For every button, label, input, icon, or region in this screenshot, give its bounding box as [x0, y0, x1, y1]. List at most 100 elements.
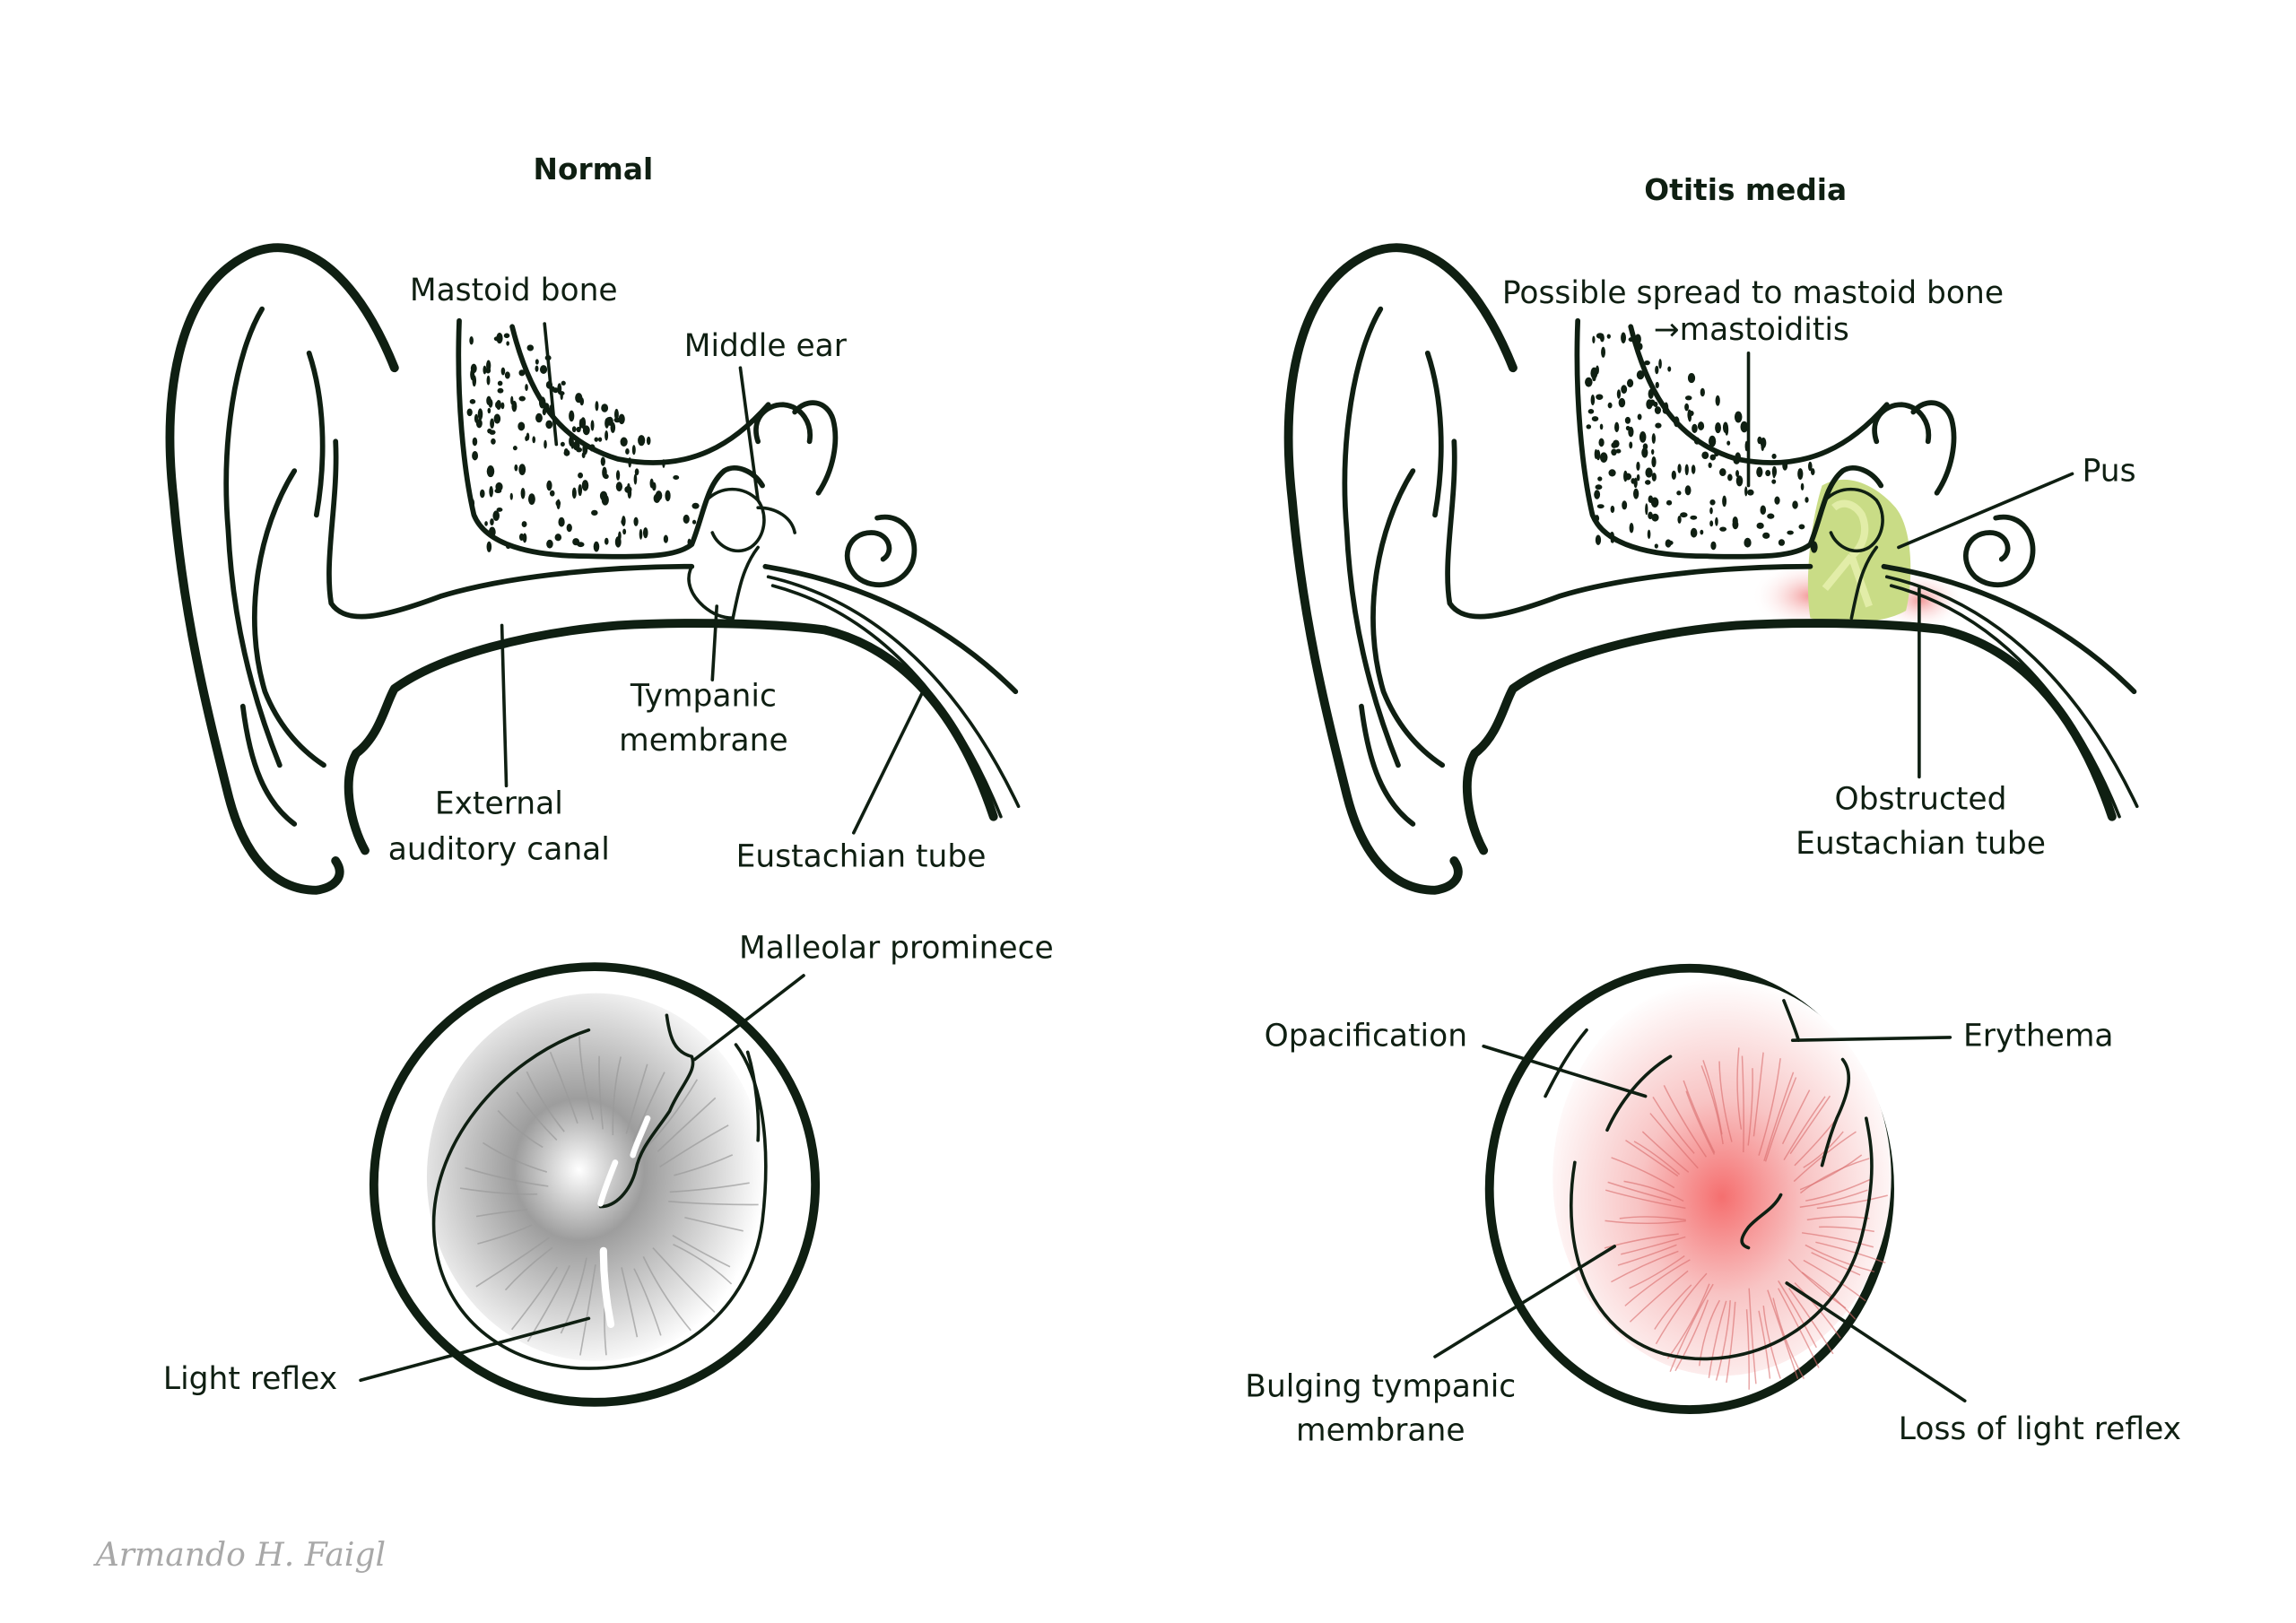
- air-cell-dot: [683, 514, 690, 525]
- air-cell-dot: [634, 468, 639, 476]
- eardrum-fiber: [1816, 1194, 1888, 1210]
- bulging-membrane-rim: [1569, 1116, 1874, 1361]
- air-cell-dot: [500, 402, 505, 410]
- air-cell-dot: [1598, 438, 1605, 447]
- air-cell-dot: [490, 418, 495, 430]
- air-cell-dot: [1715, 516, 1718, 526]
- malleus-handle: [598, 1013, 695, 1209]
- pinna-outline: [1283, 243, 1518, 895]
- eardrum-fiber: [1752, 1052, 1764, 1137]
- air-cell-dot: [639, 528, 643, 540]
- label-mastoid-spread-2: →mastoiditis: [1654, 312, 1849, 348]
- air-cell-dot: [649, 478, 654, 489]
- normal-panel: Normal M: [163, 152, 1054, 1407]
- air-cell-dot: [554, 534, 562, 542]
- air-cell-dot: [1655, 381, 1659, 389]
- air-cell-dot: [1607, 402, 1613, 409]
- air-cell-dot: [1771, 453, 1777, 459]
- eardrum-fiber: [1617, 1244, 1677, 1266]
- eardrum-fiber: [1789, 1095, 1831, 1155]
- air-cell-dot: [638, 435, 646, 447]
- air-cell-dot: [575, 393, 583, 404]
- air-cell-dot: [520, 487, 526, 499]
- air-cell-dot: [1735, 452, 1741, 462]
- air-cell-dot: [591, 509, 598, 516]
- air-cell-dot: [622, 528, 627, 535]
- air-cell-dot: [1651, 513, 1659, 522]
- eardrum-fiber: [1736, 1047, 1743, 1130]
- label-obstructed-tube-1: Obstructed: [1835, 782, 2007, 818]
- air-cell-dot: [1792, 500, 1798, 509]
- leader-malleolar-prominence: [692, 974, 805, 1062]
- air-cell-dot: [474, 413, 479, 423]
- label-pus: Pus: [2083, 454, 2136, 490]
- air-cell-dot: [1722, 421, 1728, 433]
- label-opacification: Opacification: [1265, 1019, 1467, 1055]
- air-cell-dot: [1760, 505, 1767, 516]
- air-cell-dot: [1592, 335, 1596, 344]
- pinna-concha: [326, 438, 695, 620]
- air-cell-dot: [620, 437, 628, 447]
- air-cell-dot: [600, 456, 605, 466]
- air-cell-dot: [491, 438, 496, 445]
- eardrum-fiber: [1663, 1085, 1708, 1158]
- air-cell-dot: [1715, 421, 1721, 434]
- air-cell-dot: [590, 420, 595, 431]
- label-loss-light-reflex: Loss of light reflex: [1899, 1411, 2181, 1447]
- mastoid-outline: [456, 317, 765, 560]
- opacification-mark: [1605, 1055, 1673, 1133]
- eardrum-fiber: [659, 1124, 729, 1167]
- air-cell-dot: [1787, 530, 1794, 535]
- air-cell-dot: [1671, 470, 1676, 480]
- air-cell-dot: [1591, 416, 1599, 421]
- leader-bulging: [1433, 1245, 1616, 1358]
- air-cell-dot: [1651, 456, 1657, 468]
- normal-eardrum-annulus: [431, 1028, 768, 1370]
- air-cell-dot: [604, 537, 609, 545]
- eardrum-fiber: [1799, 1154, 1863, 1191]
- otitis-eardrum-view: [1484, 963, 1894, 1414]
- air-cell-dot: [486, 360, 491, 372]
- air-cell-dot: [1735, 470, 1740, 478]
- air-cell-dot: [1708, 462, 1712, 468]
- eardrum-fiber: [1718, 1061, 1733, 1142]
- mastoid-top-curve: [509, 324, 771, 465]
- eardrum-fiber: [673, 1244, 733, 1285]
- air-cell-dot: [1655, 422, 1662, 429]
- air-cell-dot: [1610, 505, 1615, 514]
- air-cell-dot: [1594, 448, 1598, 459]
- air-cell-dot: [469, 498, 475, 508]
- air-cell-dot: [624, 486, 632, 493]
- erythema-mark: [1820, 1057, 1851, 1167]
- cochlea: [1963, 514, 2036, 588]
- air-cell-dot: [1596, 394, 1604, 401]
- air-cell-dot: [571, 487, 577, 499]
- air-cell-dot: [653, 493, 661, 504]
- air-cell-dot: [535, 359, 539, 365]
- air-cell-dot: [526, 344, 535, 352]
- air-cell-dot: [571, 426, 577, 433]
- eustachian-tube-upper: [1881, 563, 2137, 695]
- air-cell-dot: [1740, 421, 1749, 433]
- eardrum-fiber: [1685, 1090, 1716, 1155]
- air-cell-dot: [535, 412, 543, 423]
- label-eustachian-tube: Eustachian tube: [736, 839, 987, 875]
- eardrum-fiber: [1702, 1060, 1723, 1135]
- eardrum-fiber: [1623, 1180, 1684, 1202]
- eardrum-fiber: [1805, 1244, 1875, 1273]
- leader-loss-light-reflex: [1785, 1281, 1967, 1403]
- air-cell-dot: [1651, 433, 1656, 444]
- air-cell-dot: [569, 410, 575, 422]
- air-cell-dot: [1644, 480, 1651, 485]
- pinna-inner-fold: [252, 468, 326, 768]
- air-cell-dot: [1727, 473, 1733, 482]
- air-cell-dot: [633, 516, 639, 526]
- air-cell-dot: [1665, 540, 1674, 546]
- air-cell-dot: [532, 436, 536, 444]
- eardrum-fiber: [1655, 1272, 1708, 1345]
- air-cell-dot: [1634, 334, 1641, 344]
- air-cell-dot: [1641, 447, 1648, 458]
- air-cell-dot: [593, 541, 600, 552]
- eardrum-fiber: [1763, 1072, 1795, 1161]
